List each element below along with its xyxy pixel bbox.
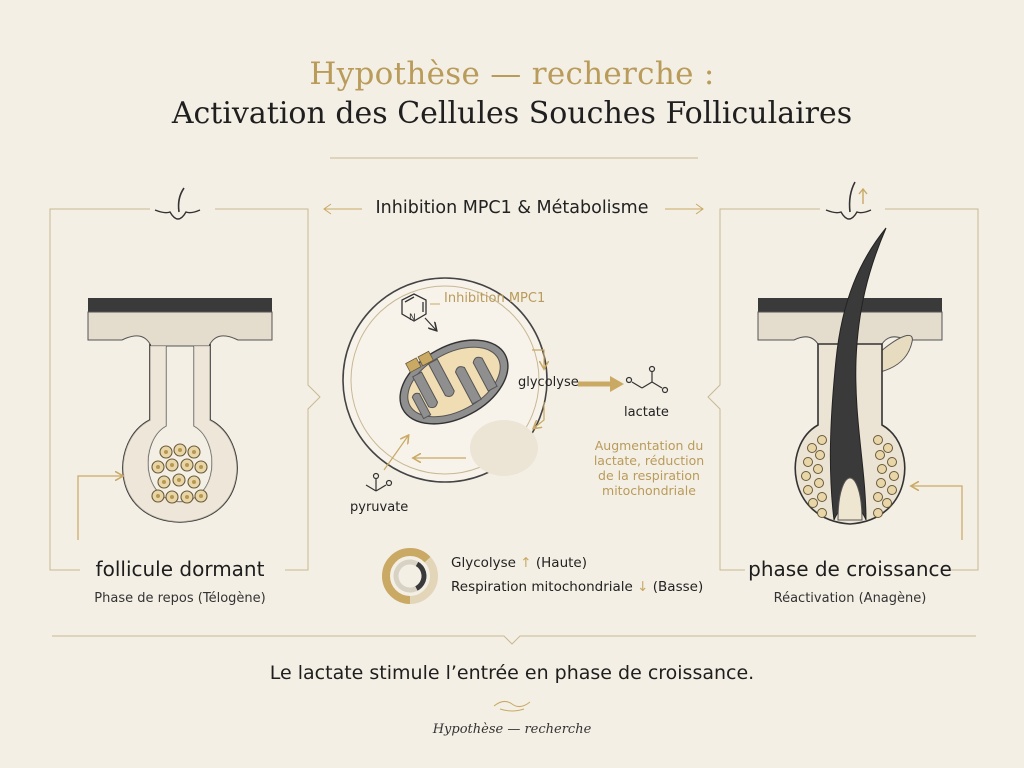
left-panel-subtitle: Phase de repos (Télogène) — [94, 591, 266, 606]
pyruvate-label: pyruvate — [350, 500, 409, 515]
title-line-1: Hypothèse — recherche : — [309, 56, 715, 92]
left-panel-title: follicule dormant — [95, 557, 265, 581]
lactate-label: lactate — [624, 405, 669, 420]
nucleus — [470, 420, 538, 476]
right-panel-subtitle: Réactivation (Anagène) — [773, 591, 927, 606]
title-line-2: Activation des Cellules Souches Follicul… — [171, 96, 853, 131]
effect-note: Augmentation du lactate, réduction de la… — [593, 438, 705, 498]
footer-text: Hypothèse — recherche — [432, 722, 592, 737]
header-arrows — [323, 203, 704, 215]
right-panel-title: phase de croissance — [748, 557, 952, 581]
arrow-up-icon: ↑ — [520, 555, 532, 571]
legend-respiration: Respiration mitochondriale ↓ (Basse) — [451, 579, 704, 595]
dormant-follicle — [77, 298, 273, 540]
hair-growth-icon — [825, 181, 872, 220]
metabolism-legend: Glycolyse ↑ (Haute) Respiration mitochon… — [383, 546, 703, 606]
hair-icon — [154, 187, 201, 220]
flourish-icon — [493, 700, 531, 712]
bottom-divider — [52, 635, 976, 645]
left-frame — [49, 208, 321, 571]
central-cell: N — [342, 277, 624, 483]
mechanism-title: Inhibition MPC1 & Métabolisme — [375, 198, 649, 218]
growth-follicle — [757, 227, 963, 540]
pyridine-icon — [401, 293, 427, 322]
glycolysis-label: glycolyse — [518, 375, 579, 390]
donut-legend-icon — [382, 548, 438, 604]
arrow-down-icon: ↓ — [637, 579, 649, 595]
svg-text:N: N — [409, 313, 416, 323]
mitochondrion-icon — [399, 339, 509, 425]
conclusion-text: Le lactate stimule l’entrée en phase de … — [269, 662, 755, 684]
legend-glycolysis: Glycolyse ↑ (Haute) — [451, 555, 587, 571]
stem-cells — [151, 443, 208, 504]
growth-cells — [801, 435, 899, 518]
pyruvate-molecule-icon — [365, 472, 393, 492]
inhibitor-label: Inhibition MPC1 — [444, 291, 546, 306]
right-frame — [707, 208, 979, 571]
lactate-molecule-icon — [625, 365, 669, 394]
